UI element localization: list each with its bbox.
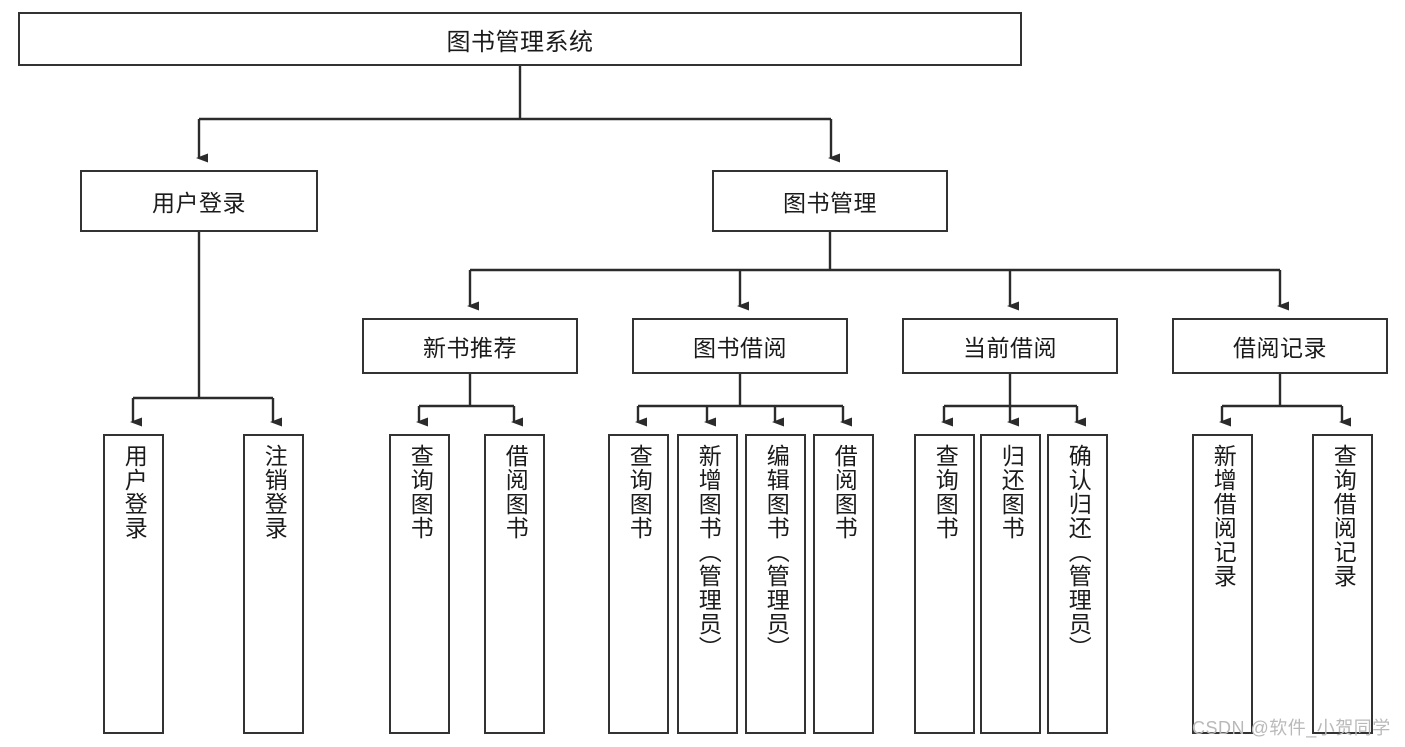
node-book-borrow-label: 图书借阅 — [693, 335, 787, 361]
node-current-borrow[interactable]: 当前借阅 — [902, 318, 1118, 374]
node-user-login[interactable]: 用户登录 — [80, 170, 318, 232]
node-leaf-add-book[interactable]: 新增图书（管理员） — [677, 434, 738, 734]
node-book-manage[interactable]: 图书管理 — [712, 170, 948, 232]
node-leaf-query-book-1-label: 查询图书 — [407, 444, 434, 540]
node-leaf-edit-book[interactable]: 编辑图书（管理员） — [745, 434, 806, 734]
node-leaf-add-record-label: 新增借阅记录 — [1210, 444, 1237, 588]
node-leaf-borrow-book-2-label: 借阅图书 — [831, 444, 858, 540]
node-new-book-rec-label: 新书推荐 — [423, 335, 517, 361]
node-root[interactable]: 图书管理系统 — [18, 12, 1022, 66]
node-leaf-logout[interactable]: 注销登录 — [243, 434, 304, 734]
node-leaf-return-book[interactable]: 归还图书 — [980, 434, 1041, 734]
node-leaf-query-record[interactable]: 查询借阅记录 — [1312, 434, 1373, 734]
node-leaf-confirm-return-label: 确认归还（管理员） — [1065, 444, 1092, 660]
node-book-borrow[interactable]: 图书借阅 — [632, 318, 848, 374]
node-leaf-query-book-1[interactable]: 查询图书 — [389, 434, 450, 734]
node-leaf-edit-book-label: 编辑图书（管理员） — [763, 444, 790, 660]
node-leaf-query-book-3-label: 查询图书 — [932, 444, 959, 540]
node-leaf-query-book-2-label: 查询图书 — [626, 444, 653, 540]
node-leaf-return-book-label: 归还图书 — [998, 444, 1025, 540]
watermark: CSDN @软件_小贺同学 — [1192, 718, 1391, 738]
node-leaf-add-record[interactable]: 新增借阅记录 — [1192, 434, 1253, 734]
node-leaf-add-book-label: 新增图书（管理员） — [695, 444, 722, 660]
node-book-manage-label: 图书管理 — [783, 190, 877, 216]
node-current-borrow-label: 当前借阅 — [963, 335, 1057, 361]
node-new-book-rec[interactable]: 新书推荐 — [362, 318, 578, 374]
node-leaf-confirm-return[interactable]: 确认归还（管理员） — [1047, 434, 1108, 734]
node-leaf-borrow-book-1[interactable]: 借阅图书 — [484, 434, 545, 734]
node-borrow-record[interactable]: 借阅记录 — [1172, 318, 1388, 374]
node-leaf-borrow-book-2[interactable]: 借阅图书 — [813, 434, 874, 734]
node-leaf-query-book-3[interactable]: 查询图书 — [914, 434, 975, 734]
node-borrow-record-label: 借阅记录 — [1233, 335, 1327, 361]
node-leaf-logout-label: 注销登录 — [261, 444, 288, 540]
node-leaf-query-record-label: 查询借阅记录 — [1330, 444, 1357, 588]
node-leaf-user-login-label: 用户登录 — [121, 444, 148, 540]
node-user-login-label: 用户登录 — [152, 190, 246, 216]
node-leaf-query-book-2[interactable]: 查询图书 — [608, 434, 669, 734]
node-root-label: 图书管理系统 — [446, 28, 594, 56]
node-leaf-user-login[interactable]: 用户登录 — [103, 434, 164, 734]
node-leaf-borrow-book-1-label: 借阅图书 — [502, 444, 529, 540]
